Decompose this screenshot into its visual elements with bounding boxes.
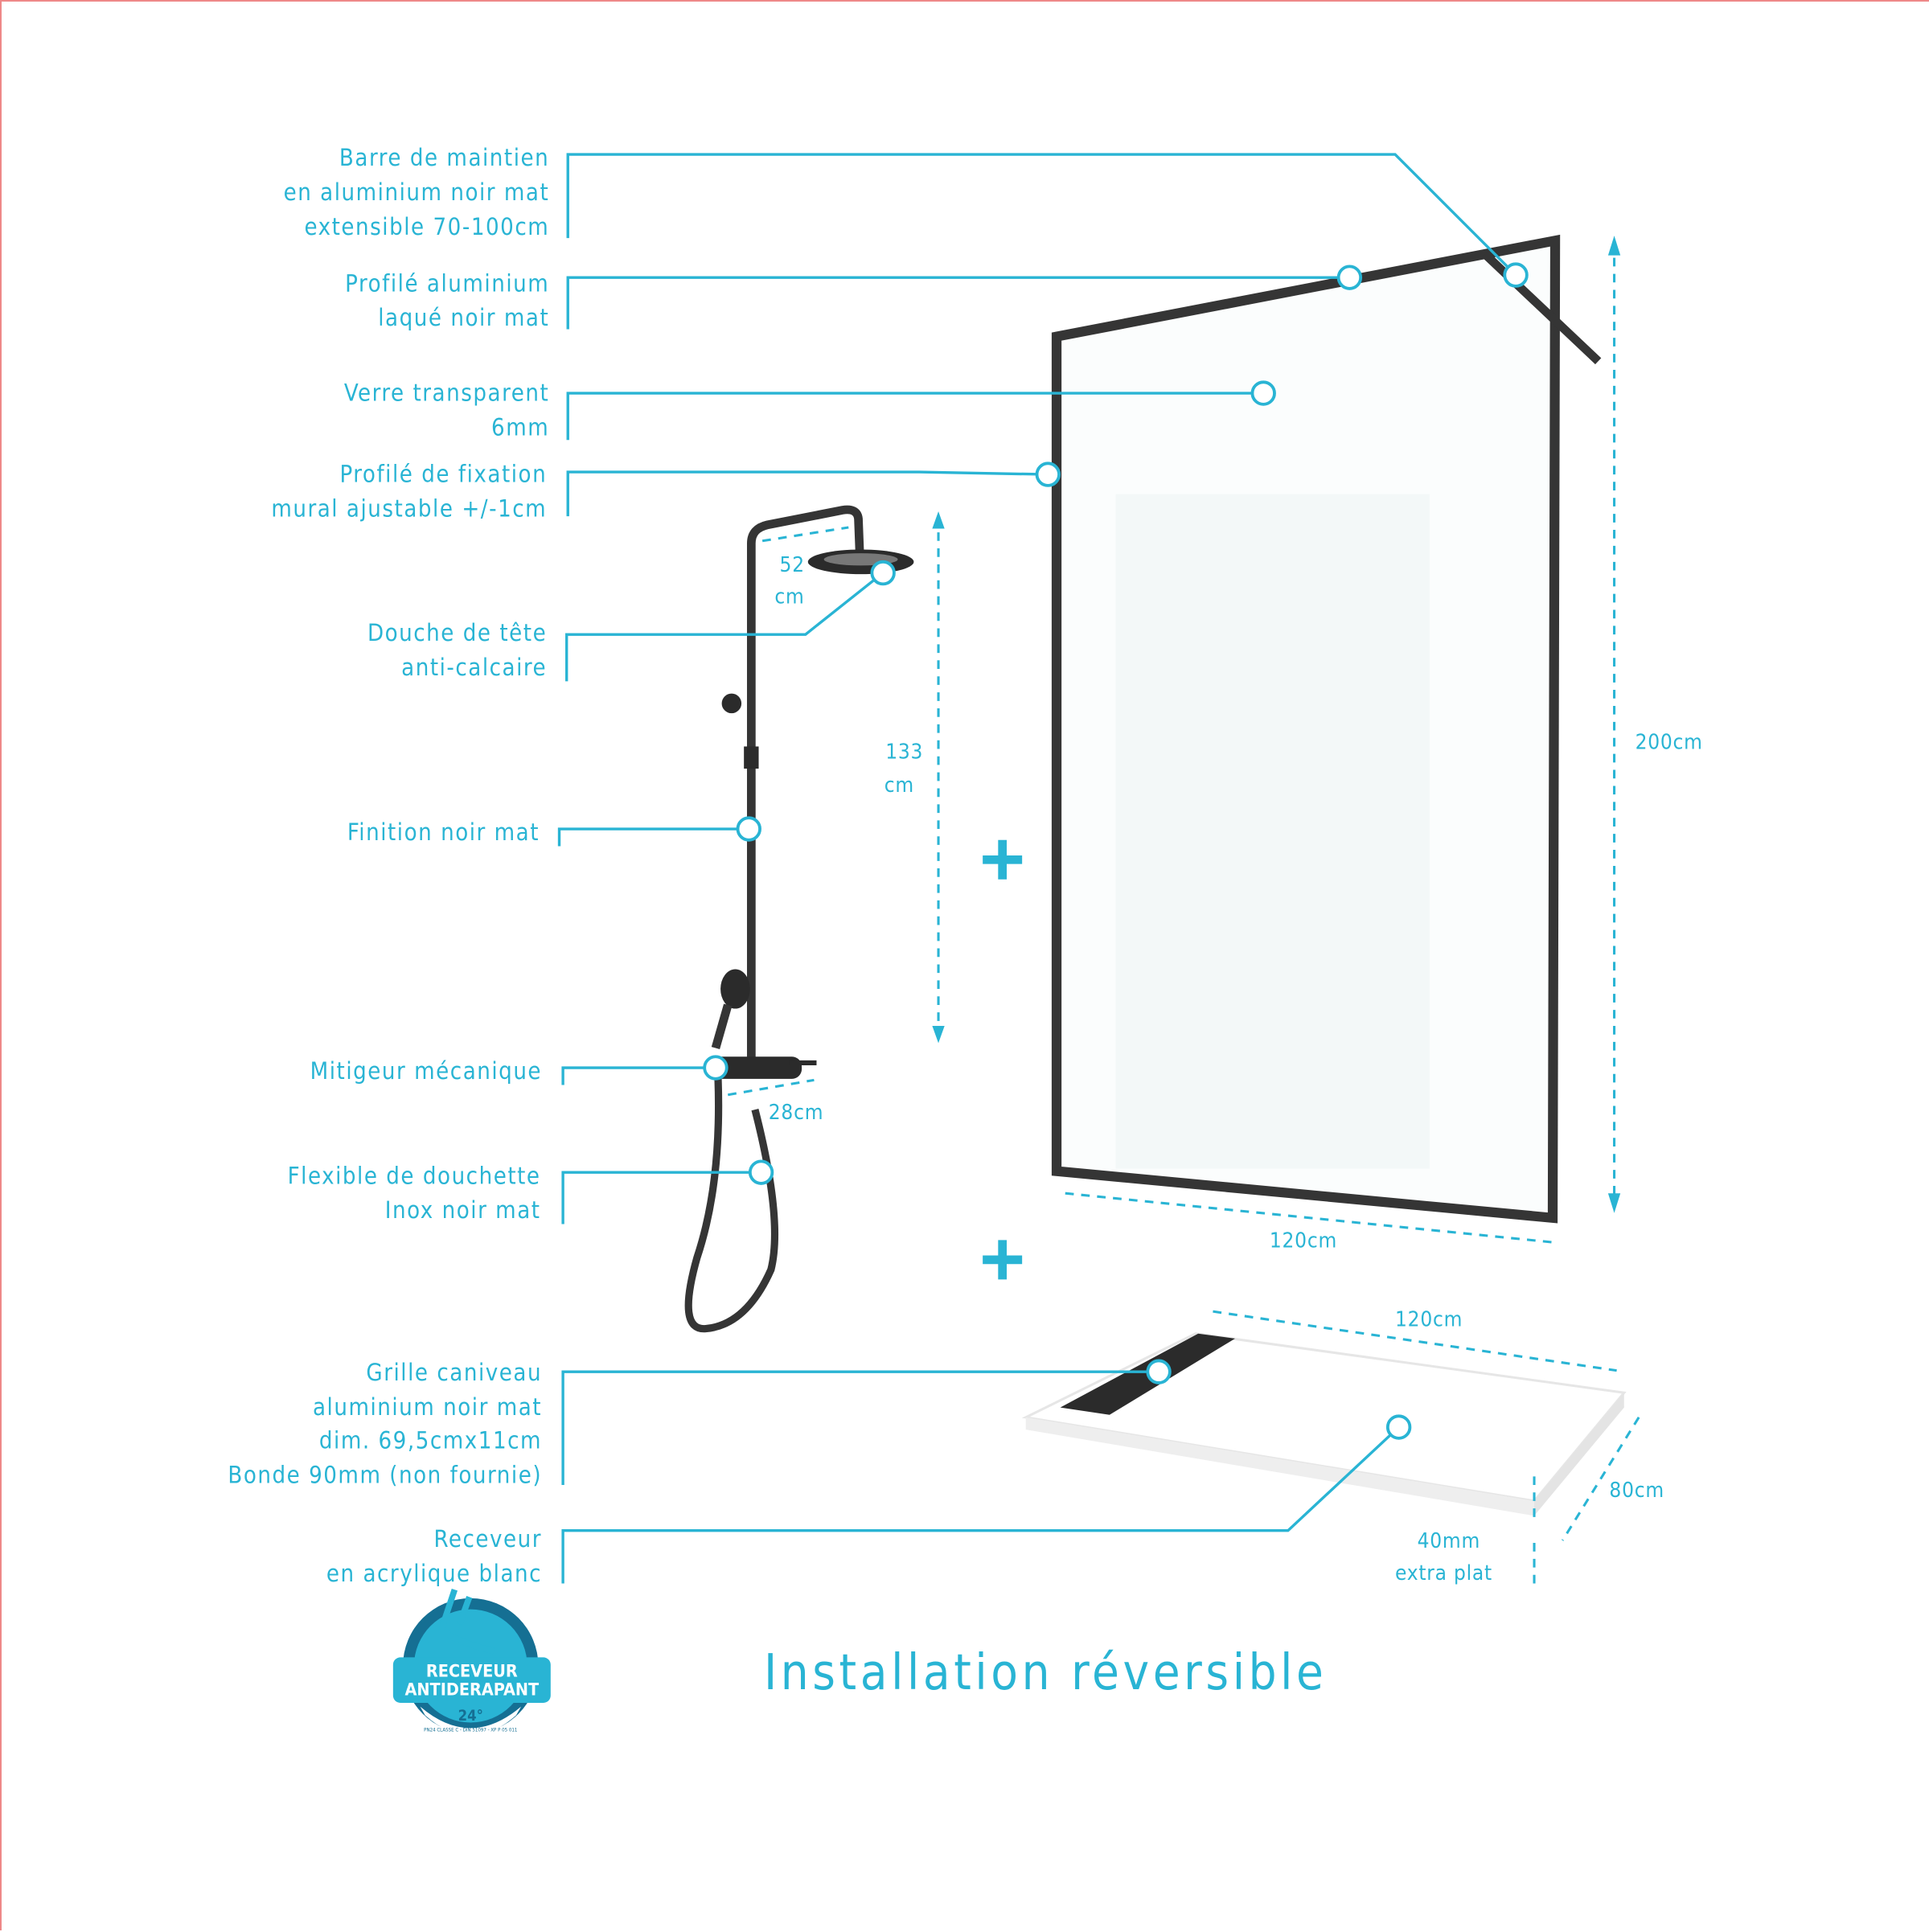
dimensions: 52 cm 133 cm 28cm 200cm 120cm 120cm 80cm… bbox=[728, 236, 1702, 1585]
label-barre-1: Barre de maintien bbox=[339, 144, 549, 171]
dim-panel-height: 200cm bbox=[1636, 730, 1703, 754]
callout-dot-grille bbox=[1146, 1359, 1172, 1384]
labels: Barre de maintien en aluminium noir mat … bbox=[228, 144, 550, 1587]
plus-icon bbox=[983, 839, 1023, 880]
label-verre-1: Verre transparent bbox=[344, 379, 549, 407]
callout-dot-douche bbox=[870, 560, 896, 586]
plus-icons bbox=[983, 839, 1023, 1280]
callout-dot-mitigeur bbox=[703, 1055, 729, 1081]
label-grille-1: Grille caniveau bbox=[366, 1359, 542, 1386]
label-profile-1: Profilé aluminium bbox=[345, 269, 549, 297]
badge-angle: 24° bbox=[458, 1708, 483, 1725]
foot-icon bbox=[439, 1588, 495, 1655]
label-flexible-2: Inox noir mat bbox=[385, 1196, 541, 1224]
badge-line2: ANTIDERAPANT bbox=[405, 1680, 540, 1700]
label-fixation-2: mural ajustable +/-1cm bbox=[271, 495, 547, 523]
callouts bbox=[557, 153, 1529, 1584]
shower-tray bbox=[1021, 1332, 1627, 1516]
dim-tray-length: 120cm bbox=[1395, 1307, 1463, 1331]
dim-tray-thickness-2: extra plat bbox=[1395, 1561, 1492, 1585]
callout-dot-receveur bbox=[1385, 1414, 1412, 1440]
dim-head-2: cm bbox=[774, 585, 804, 609]
label-grille-2: aluminium noir mat bbox=[313, 1393, 542, 1421]
anti-slip-badge: RECEVEUR ANTIDERAPANT 24° PN24 CLASSE C … bbox=[392, 1588, 551, 1736]
label-receveur-2: en acrylique blanc bbox=[326, 1560, 542, 1587]
callout-dot-verre bbox=[1250, 380, 1276, 406]
title: Installation réversible bbox=[764, 1644, 1328, 1701]
plus-icon bbox=[983, 1240, 1023, 1280]
label-fixation-1: Profilé de fixation bbox=[339, 461, 547, 488]
badge-line1: RECEVEUR bbox=[426, 1662, 518, 1682]
callout-dot-profile bbox=[1336, 265, 1363, 290]
callout-dot-barre bbox=[1503, 262, 1529, 288]
dim-tray-thickness-1: 40mm bbox=[1418, 1529, 1480, 1553]
callout-dot-fixation bbox=[1035, 461, 1061, 487]
label-finition: Finition noir mat bbox=[347, 818, 540, 846]
label-receveur-1: Receveur bbox=[433, 1525, 542, 1553]
callout-dot-flexible bbox=[748, 1159, 774, 1185]
dim-column-1: 133 bbox=[885, 740, 923, 765]
label-barre-3: extensible 70-100cm bbox=[304, 213, 549, 240]
label-verre-2: 6mm bbox=[491, 413, 549, 441]
label-mitigeur: Mitigeur mécanique bbox=[310, 1057, 542, 1085]
glass-panel bbox=[1051, 234, 1602, 1224]
shower-column bbox=[684, 505, 914, 1333]
label-grille-3: dim. 69,5cmx11cm bbox=[319, 1426, 542, 1454]
dim-panel-width: 120cm bbox=[1270, 1229, 1337, 1253]
dim-tray-depth: 80cm bbox=[1609, 1479, 1664, 1503]
label-barre-2: en aluminium noir mat bbox=[284, 178, 550, 206]
dim-head-1: 52 bbox=[780, 553, 805, 577]
label-douche-1: Douche de tête bbox=[367, 619, 547, 646]
badge-norm: PN24 CLASSE C - DIN 51097 - XP P 05 011 bbox=[424, 1728, 517, 1733]
label-douche-2: anti-calcaire bbox=[401, 654, 547, 681]
label-grille-4: Bonde 90mm (non fournie) bbox=[228, 1461, 542, 1488]
dim-mixer: 28cm bbox=[769, 1101, 824, 1125]
callout-dot-finition bbox=[736, 816, 761, 842]
dim-column-2: cm bbox=[884, 773, 914, 798]
label-profile-2: laqué noir mat bbox=[378, 304, 549, 331]
label-flexible-1: Flexible de douchette bbox=[288, 1162, 541, 1189]
